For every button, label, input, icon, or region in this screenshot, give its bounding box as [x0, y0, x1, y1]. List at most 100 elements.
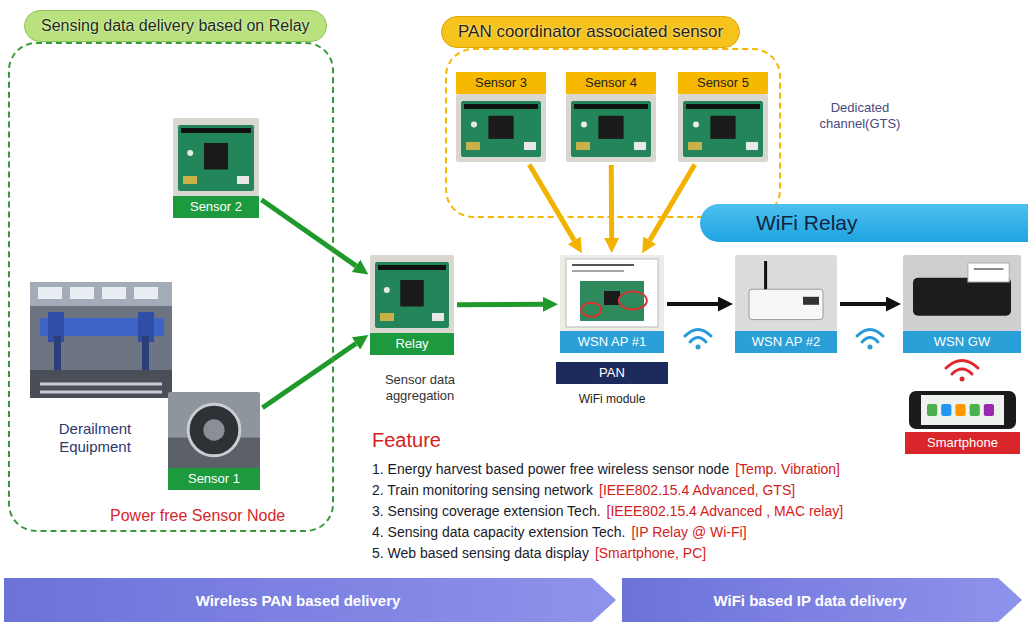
window: [38, 287, 62, 299]
battery: [380, 313, 394, 321]
device-photo: [456, 94, 546, 162]
connector: [746, 142, 758, 150]
window: [102, 287, 126, 299]
sensor-node: Sensor 2: [173, 118, 259, 218]
device-label: Sensor 1: [168, 468, 260, 490]
rail: [40, 391, 162, 394]
device-photo: [168, 392, 260, 468]
circuit-board: [461, 101, 541, 157]
device-label: Sensor 5: [678, 72, 768, 94]
feature-row: 4. Sensing data capacity extension Tech.…: [372, 521, 843, 542]
wifi-arc: [862, 338, 878, 343]
app-tile: [955, 404, 965, 416]
relay-node: Relay: [370, 255, 454, 355]
rig-leg: [142, 336, 149, 370]
battery: [688, 142, 702, 150]
equipment-caption: Derailment Equipment: [36, 420, 154, 456]
connector-arrow: [262, 343, 356, 407]
chip: [604, 291, 620, 305]
photo-ground: [168, 392, 260, 468]
photo-ground: [678, 94, 768, 162]
led: [581, 122, 587, 128]
photo-ground: [370, 255, 454, 333]
photo-ground: [560, 255, 664, 331]
chip: [400, 280, 424, 307]
pin-header: [378, 265, 446, 270]
wifi-icon: [857, 330, 883, 350]
feature-item: 5. Web based sensing data display: [372, 545, 589, 561]
battery: [576, 142, 590, 150]
feature-row: 1. Energy harvest based power free wirel…: [372, 458, 843, 479]
window: [70, 287, 94, 299]
gateway: WSN GW: [903, 255, 1021, 353]
smartphone: Smartphone: [905, 388, 1020, 454]
wheel: [188, 404, 240, 456]
ceiling: [30, 282, 172, 306]
rail: [40, 383, 162, 386]
module-note: WiFi module: [556, 392, 668, 406]
connector-arrow: [840, 302, 886, 306]
access-point: WSN AP #1: [560, 255, 664, 353]
region-heading: PAN coordinator associated sensor: [441, 16, 740, 48]
connector-arrow: [457, 302, 543, 307]
marker-circle: [619, 292, 647, 310]
feature-row: 5. Web based sensing data display[Smartp…: [372, 542, 843, 563]
wifi-relay-banner: WiFi Relay: [700, 204, 1028, 242]
phone-body: [909, 391, 1016, 429]
wifi-arc: [690, 338, 706, 343]
led: [693, 122, 699, 128]
app-tile: [941, 404, 951, 416]
wifi-arc: [946, 361, 978, 369]
phone-screen: [921, 395, 1004, 425]
feature-tag: [IEEE802.15.4 Advanced , MAC relay]: [607, 503, 844, 519]
device-label: WSN AP #2: [735, 331, 837, 353]
device-photo: [678, 94, 768, 162]
feature-item: 2. Train monitoring sensing network: [372, 482, 593, 498]
channel-note: Dedicated channel(GTS): [800, 100, 920, 131]
connector-arrow: [529, 165, 574, 241]
connector: [432, 313, 444, 321]
paper-sheet: [566, 259, 658, 327]
derailment-equipment-photo: [30, 282, 172, 398]
connector: [237, 176, 249, 184]
device-photo: [735, 255, 837, 331]
circuit-board: [178, 125, 254, 191]
photo-ground: [173, 118, 259, 196]
wifi-icon: [946, 361, 978, 382]
device-photo: [173, 118, 259, 196]
floor: [30, 370, 172, 398]
sensor-node: Sensor 5: [678, 72, 768, 162]
chip: [204, 143, 228, 170]
wifi-dot: [868, 345, 873, 350]
delivery-band: Wireless PAN based delivery: [4, 578, 616, 622]
band-arrow: [4, 578, 616, 622]
pin-header: [574, 104, 648, 109]
access-point: WSN AP #2: [735, 255, 837, 353]
photo-ground: [566, 94, 656, 162]
wifi-dot: [960, 377, 965, 382]
connector: [524, 142, 536, 150]
pan-banner: PAN: [556, 362, 668, 384]
wifi-icon: [685, 330, 711, 350]
led: [471, 122, 477, 128]
device-label: Relay: [370, 333, 454, 355]
device-label: WSN GW: [903, 331, 1021, 353]
led: [384, 287, 390, 293]
photo-ground: [30, 282, 172, 398]
wifi-arc: [952, 369, 972, 374]
chip: [488, 116, 513, 139]
antenna: [764, 261, 767, 289]
aggregation-note: Sensor data aggregation: [368, 372, 472, 403]
band-text: WiFi based IP data delivery: [622, 578, 1022, 622]
device-label: Sensor 2: [173, 196, 259, 218]
battery: [183, 176, 197, 184]
circuit-board: [571, 101, 651, 157]
circuit-board: [580, 281, 644, 321]
feature-row: 2. Train monitoring sensing network[IEEE…: [372, 479, 843, 500]
chip: [710, 116, 735, 139]
connector: [634, 142, 646, 150]
device-photo: [370, 255, 454, 333]
app-tile: [984, 404, 994, 416]
battery: [466, 142, 480, 150]
